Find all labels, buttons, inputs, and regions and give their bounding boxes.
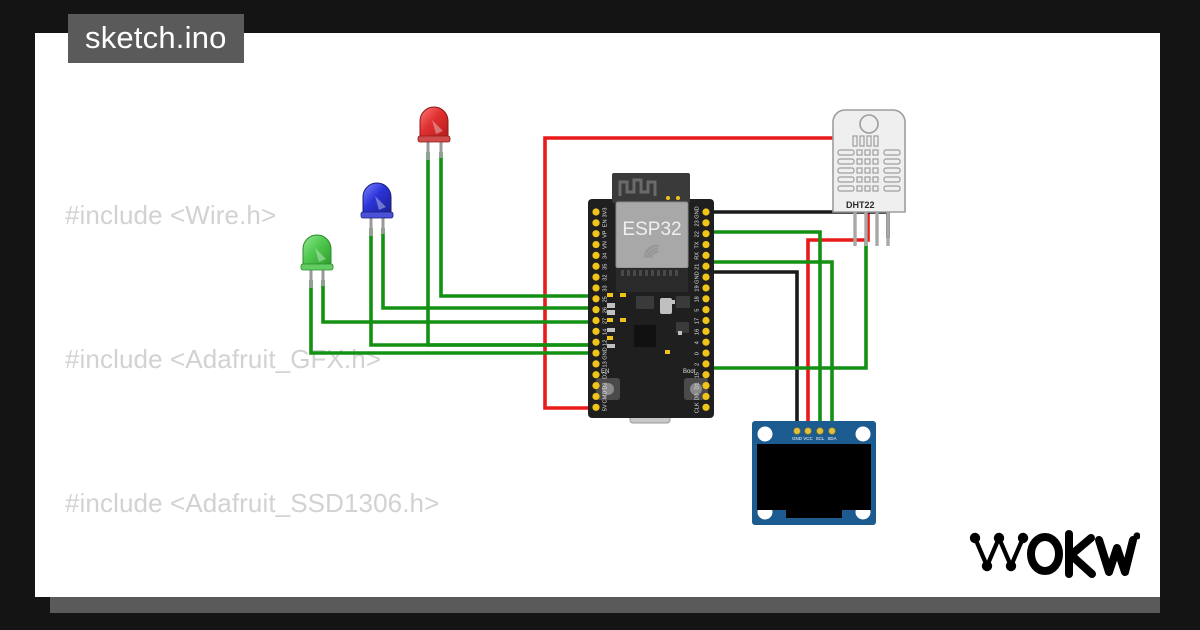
- diagram-canvas[interactable]: #include <Wire.h> #include <Adafruit_GFX…: [35, 33, 1160, 597]
- code-line: #include <Adafruit_GFX.h>: [65, 344, 382, 374]
- code-line: #include <Adafruit_SSD1306.h>: [65, 488, 440, 518]
- code-line: #include <Wire.h>: [65, 200, 277, 230]
- wokwi-logo: [965, 522, 1141, 589]
- tab-sketch-ino[interactable]: sketch.ino: [68, 14, 244, 63]
- bottom-panel-strip: [50, 597, 1160, 613]
- code-listing: #include <Wire.h> #include <Adafruit_GFX…: [65, 95, 914, 597]
